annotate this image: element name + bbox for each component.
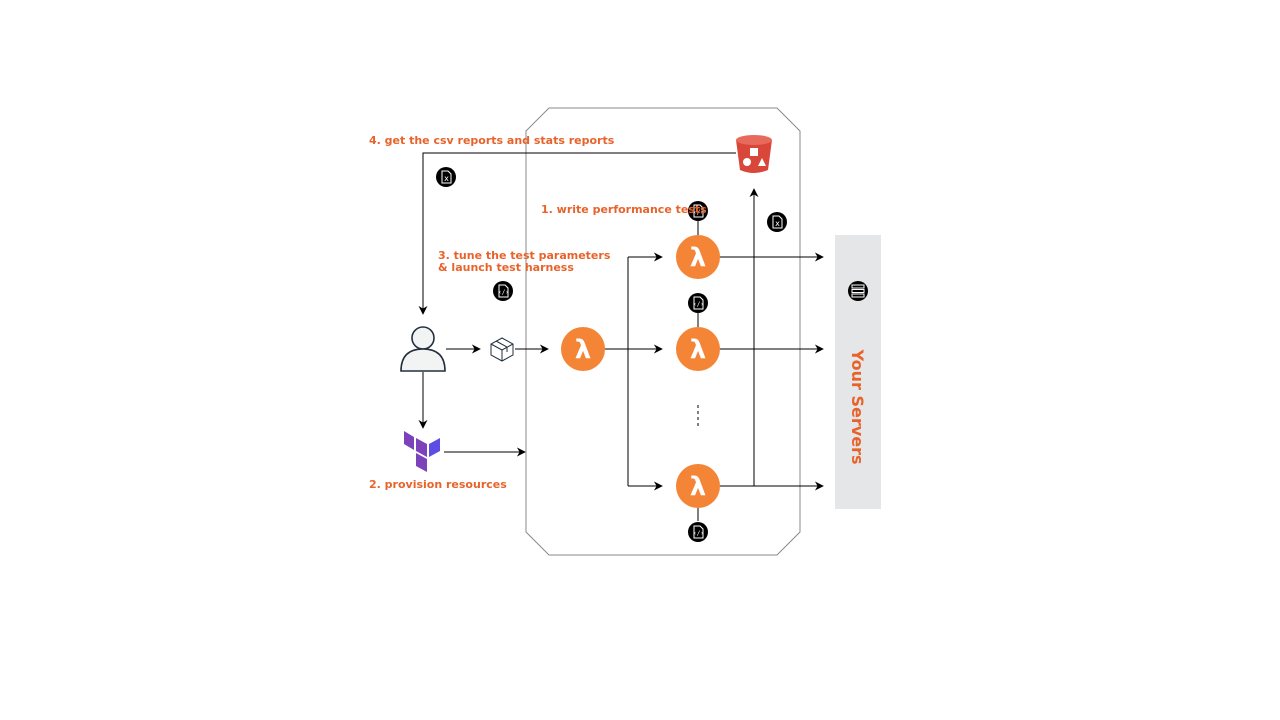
worker-lambda-icon: λ [676,464,720,508]
report-flow-line [418,152,736,315]
server-icon [848,281,868,301]
code-file-icon [492,280,514,302]
package-icon [490,337,514,362]
servers-panel [835,235,881,509]
worker-lambda-icon: λ [676,235,720,279]
code-file-icon [687,521,709,543]
svg-text:λ: λ [690,243,706,273]
step3-label-line1: 3. tune the test parameters [438,249,611,262]
terraform-icon [404,431,440,472]
step2-label: 2. provision resources [369,478,507,491]
csv-file-icon [766,211,788,233]
orchestrator-lambda-icon: λ [561,327,605,371]
connectors [418,152,824,521]
step3-label-line2: & launch test harness [438,261,574,274]
svg-text:λ: λ [690,335,706,365]
code-file-icon [687,292,709,314]
servers-label: Your Servers [848,349,867,465]
csv-file-icon [435,166,457,188]
worker-lambda-icon: λ [676,327,720,371]
svg-text:λ: λ [690,472,706,502]
aws-boundary [525,107,801,556]
svg-text:λ: λ [575,335,591,365]
user-icon [400,326,446,372]
s3-bucket-icon [736,135,772,173]
step1-label: 1. write performance tests [541,203,707,216]
step4-label: 4. get the csv reports and stats reports [369,134,615,147]
